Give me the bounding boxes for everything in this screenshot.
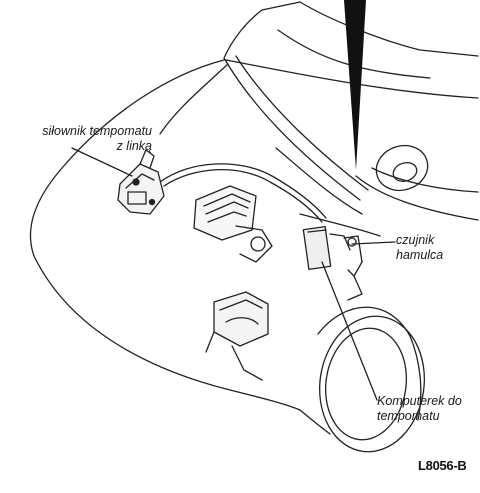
- windshield-top: [299, 1, 479, 57]
- computer-label-line2: tempomatu: [377, 409, 440, 423]
- actuator-label-line2: z linką: [116, 139, 152, 153]
- brake-pedal-sensor: [343, 235, 363, 301]
- windshield-lower: [225, 59, 479, 99]
- leader-actuator: [71, 147, 133, 177]
- a-pillar: [223, 57, 361, 201]
- actuator-label: siłownik tempomatu z linką: [6, 124, 152, 154]
- brake-sensor-label-line1: czujnik: [396, 233, 435, 247]
- computer-label: Komputerek do tempomatu: [377, 394, 462, 424]
- cruise-actuator: [117, 149, 165, 215]
- firewall-line: [299, 213, 381, 237]
- hood-front-edge: [299, 409, 331, 435]
- front-tire-outer: [318, 315, 426, 453]
- wheel-arch: [317, 306, 411, 337]
- a-pillar-inner: [235, 55, 369, 191]
- leader-brake: [351, 241, 396, 245]
- front-tire-inner: [324, 327, 408, 441]
- cowl-line: [275, 147, 363, 215]
- cruise-computer: [302, 226, 351, 270]
- pointer-beam: [344, 0, 366, 170]
- cruise-cable-2: [163, 169, 323, 223]
- roof-outline: [223, 1, 301, 59]
- hood-outline: [29, 59, 301, 411]
- lower-engine-parts: [205, 291, 269, 381]
- figure-code: L8056-B: [418, 458, 467, 473]
- actuator-label-line1: siłownik tempomatu: [42, 124, 152, 138]
- cruise-cable: [159, 163, 327, 219]
- hood-crease: [159, 63, 229, 135]
- computer-label-line1: Komputerek do: [377, 394, 462, 408]
- brake-sensor-label-line2: hamulca: [396, 248, 444, 262]
- fender-line: [409, 335, 422, 421]
- dashboard-line: [355, 175, 479, 221]
- air-intake: [193, 185, 273, 263]
- brake-sensor-label: czujnik hamulca: [396, 233, 443, 263]
- steering-wheel: [375, 144, 429, 192]
- windshield-line-2: [277, 29, 431, 79]
- leader-computer: [321, 261, 378, 401]
- dashboard-line-2: [371, 167, 479, 193]
